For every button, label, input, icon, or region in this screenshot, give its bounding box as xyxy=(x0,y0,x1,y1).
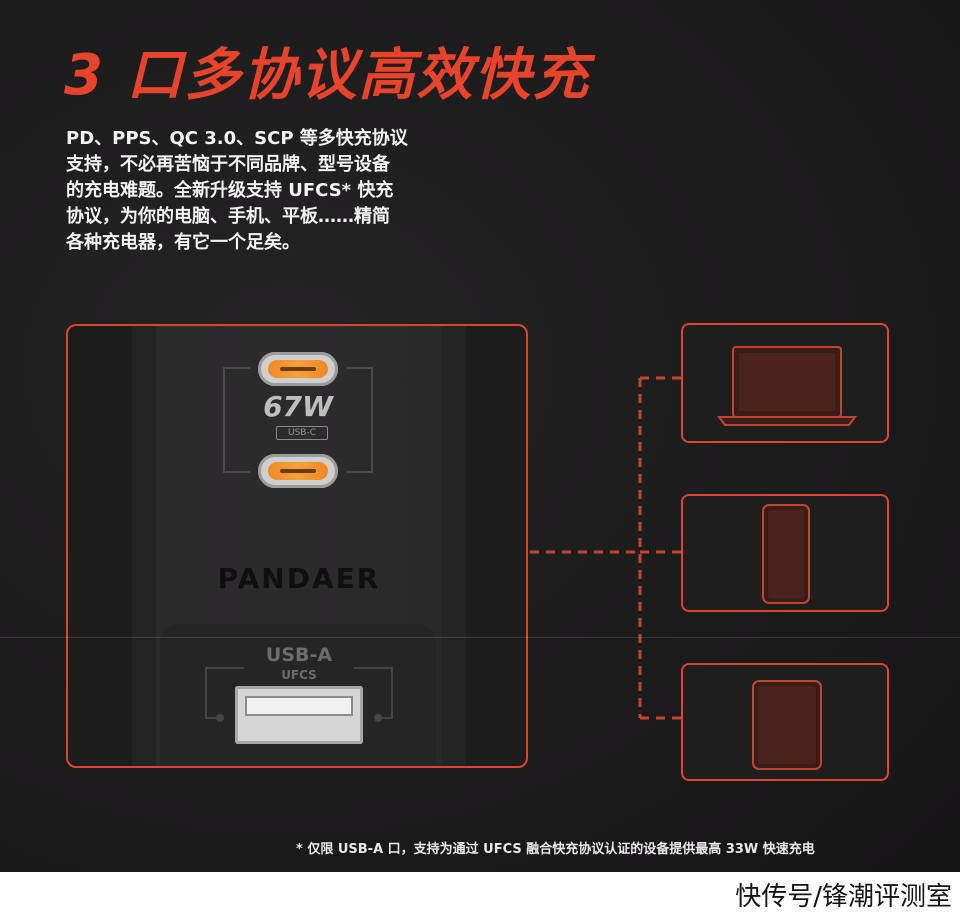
laptop-icon xyxy=(717,346,857,426)
tablet-card xyxy=(681,663,889,781)
phone-card xyxy=(681,494,889,612)
usb-c-tag: USB-C xyxy=(276,426,328,440)
usb-a-port-tongue xyxy=(245,696,353,716)
charger-edge xyxy=(132,326,156,766)
usb-a-port xyxy=(235,686,363,744)
ufcs-label: UFCS xyxy=(281,668,317,682)
description-line: 支持，不必再苦恼于不同品牌、型号设备 xyxy=(66,154,390,175)
phone-icon xyxy=(762,504,810,604)
watermark: 快传号/锋潮评测室 xyxy=(735,882,952,912)
description-line: PD、PPS、QC 3.0、SCP 等多快充协议 xyxy=(66,128,408,149)
usb-c-port-bottom xyxy=(258,454,338,488)
usb-a-label: USB-A xyxy=(265,644,333,666)
feature-description: PD、PPS、QC 3.0、SCP 等多快充协议 支持，不必再苦恼于不同品牌、型… xyxy=(66,126,486,256)
divider xyxy=(0,637,960,638)
tablet-icon xyxy=(752,680,822,770)
description-line: 的充电难题。全新升级支持 UFCS* 快充 xyxy=(66,180,394,201)
charger-edge xyxy=(442,326,466,766)
usb-c-port-top xyxy=(258,352,338,386)
laptop-card xyxy=(681,323,889,443)
description-line: 协议，为你的电脑、手机、平板……精简 xyxy=(66,206,390,227)
page-title: 3 口多协议高效快充 xyxy=(64,43,591,108)
usbc-bracket xyxy=(223,367,373,473)
usba-bracket xyxy=(205,667,393,722)
wattage-label: 67W xyxy=(263,390,333,423)
charger-panel: 67W USB-C PANDAER USB-A UFCS xyxy=(66,324,528,768)
footnote: * 仅限 USB-A 口，支持为通过 UFCS 融合快充协议认证的设备提供最高 … xyxy=(296,842,815,857)
brand-logo: PANDAER xyxy=(217,562,381,595)
description-line: 各种充电器，有它一个足矣。 xyxy=(66,232,300,253)
watermark-bar xyxy=(0,872,960,916)
